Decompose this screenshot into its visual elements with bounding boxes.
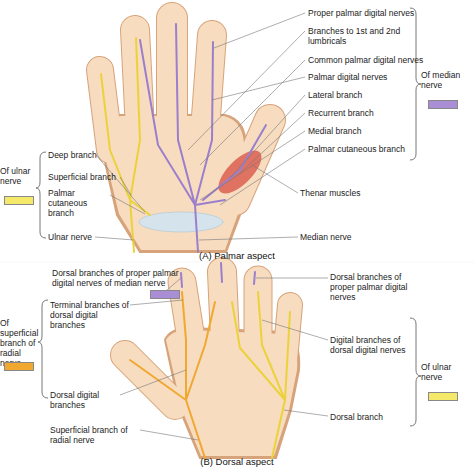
leader-line [120,370,186,395]
part-label: Superficial branch [48,172,128,182]
leader-line [212,77,305,100]
legend-swatch [4,196,34,205]
leader-lines-a [95,13,305,240]
leader-line [262,320,328,340]
finger-outline [156,18,188,125]
bracket [410,318,421,426]
part-label: Ulnar nerve [48,232,108,242]
part-label: Terminal branches of dorsal digital bran… [50,300,130,330]
leader-line [256,278,328,279]
legend-text: Of median nerve [421,70,473,90]
leader-line [110,195,145,214]
leader-lines-b [120,278,328,440]
panel-divider [0,262,474,263]
legend-text: Of superficial branch of radial nerve [0,318,40,368]
part-label: Thenar muscles [300,188,380,198]
part-label: Median nerve [300,232,380,242]
leader-line [130,300,183,305]
legend-swatch [150,290,180,299]
part-label: Lateral branch [308,90,408,100]
leader-line [199,237,298,240]
leader-line [284,410,328,416]
index-finger [205,35,212,130]
leader-line [200,131,305,200]
part-label: Proper palmar digital nerves [308,8,428,18]
leader-line [188,31,305,150]
panel-caption: (A) Palmar aspect [167,250,307,261]
leader-line [252,165,298,193]
part-label: Superficial branch of radial nerve [50,425,140,445]
bracket [410,8,421,160]
dorsal-hand [125,263,299,458]
bracket [36,152,46,238]
leader-line [220,149,305,205]
part-label: Palmar cutaneous branch [308,144,418,154]
leader-line [120,177,131,195]
part-label: Recurrent branch [308,108,408,118]
part-label: Palmar cutaneous branch [48,188,108,218]
legend-text: Of ulnar nerve [421,362,473,382]
panel-caption: (B) Dorsal aspect [167,456,307,467]
part-label: Medial branch [308,126,408,136]
ulnar-nerve [101,38,150,252]
leader-line [140,430,198,440]
median-nerve [140,24,266,252]
legend-swatch [428,100,458,109]
part-label: Palmar digital nerves [308,72,428,82]
part-label: Dorsal branches of proper palmar digital… [330,272,415,302]
median-nerve-tips [181,263,255,287]
middle-finger [157,18,187,125]
leader-line [230,95,305,178]
palmar-hand [100,18,270,252]
part-label: Common palmar digital nerves [308,55,428,65]
legend-swatch [428,392,458,401]
ulnar-nerve [232,292,290,458]
legend-text: Of ulnar nerve [0,166,38,186]
legend-swatch [4,362,34,371]
leader-line [214,13,305,48]
leader-line [238,113,305,175]
part-label: Dorsal branch [330,412,410,422]
leader-line [96,155,145,212]
finger-outline [205,35,212,130]
leader-line [95,237,134,240]
part-label: Dorsal digital branches [50,390,130,410]
part-label: Branches to 1st and 2nd lumbricals [308,26,408,46]
part-label: Digital branches of dorsal digital nerve… [330,335,410,355]
part-label: Deep branch [48,150,118,160]
carpal-ligament [139,212,223,232]
legend-text: Dorsal branches of proper palmar digital… [52,268,192,288]
bracket [38,300,48,398]
